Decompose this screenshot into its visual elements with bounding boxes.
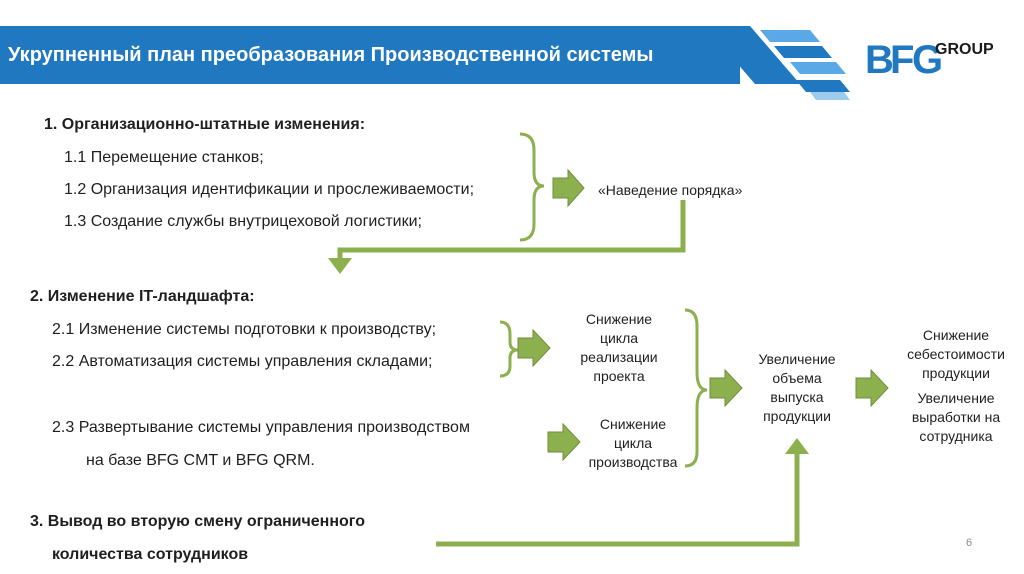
section-1-item-2: 1.2 Организация идентификации и прослежи… bbox=[64, 181, 475, 198]
connector-down-1 bbox=[337, 200, 686, 260]
brace-section-2a bbox=[499, 320, 519, 378]
section-3-title-line-1: 3. Вывод во вторую смену ограниченного bbox=[30, 513, 365, 530]
outcome-productivity: Увеличение выработки на сотрудника bbox=[911, 390, 1001, 444]
brace-middle bbox=[684, 308, 708, 468]
brace-section-1 bbox=[519, 132, 545, 242]
section-1-title: 1. Организационно-штатные изменения: bbox=[44, 116, 366, 133]
result-cycle-production: Снижение цикла производства bbox=[588, 416, 678, 470]
arrow-to-output-volume bbox=[709, 368, 743, 408]
section-2-item-2: 2.2 Автоматизация системы управления скл… bbox=[52, 353, 433, 370]
section-3-title-line-2: количества сотрудников bbox=[52, 546, 249, 563]
logo-letter-f: F bbox=[890, 38, 914, 82]
connector-up-3 bbox=[436, 452, 800, 547]
header-decoration bbox=[705, 26, 850, 100]
logo-letter-g: G bbox=[912, 38, 943, 82]
header-bar bbox=[0, 26, 720, 84]
outcome-output-volume: Увеличение объема выпуска продукции bbox=[758, 351, 836, 424]
section-1-item-1: 1.1 Перемещение станков; bbox=[64, 149, 264, 166]
page-number: 6 bbox=[966, 537, 973, 549]
section-2-title: 2. Изменение IT-ландшафта: bbox=[30, 288, 255, 305]
arrow-to-final-outcomes bbox=[855, 368, 889, 408]
arrow-down-1 bbox=[328, 258, 352, 274]
page-title: Укрупненный план преобразования Производ… bbox=[8, 44, 654, 66]
logo-letter-b: B bbox=[865, 38, 894, 82]
section-1-item-3: 1.3 Создание службы внутрицеховой логист… bbox=[64, 213, 422, 230]
section-2-item-3: 2.3 Развертывание системы управления про… bbox=[52, 419, 470, 436]
result-order: «Наведение порядка» bbox=[598, 182, 743, 198]
arrow-to-cycle-production bbox=[547, 422, 581, 462]
section-2-item-1: 2.1 Изменение системы подготовки к произ… bbox=[52, 321, 437, 338]
arrow-up-3 bbox=[785, 438, 809, 454]
logo-group-text: GROUP bbox=[935, 41, 994, 58]
result-cycle-project: Снижение цикла реализации проекта bbox=[580, 311, 658, 384]
arrow-to-order bbox=[552, 168, 585, 208]
section-2-item-3-cont: на базе BFG CMT и BFG QRM. bbox=[86, 452, 315, 469]
outcome-cost-reduction: Снижение себестоимости продукции bbox=[907, 327, 1005, 381]
arrow-to-cycle-project bbox=[517, 328, 551, 368]
